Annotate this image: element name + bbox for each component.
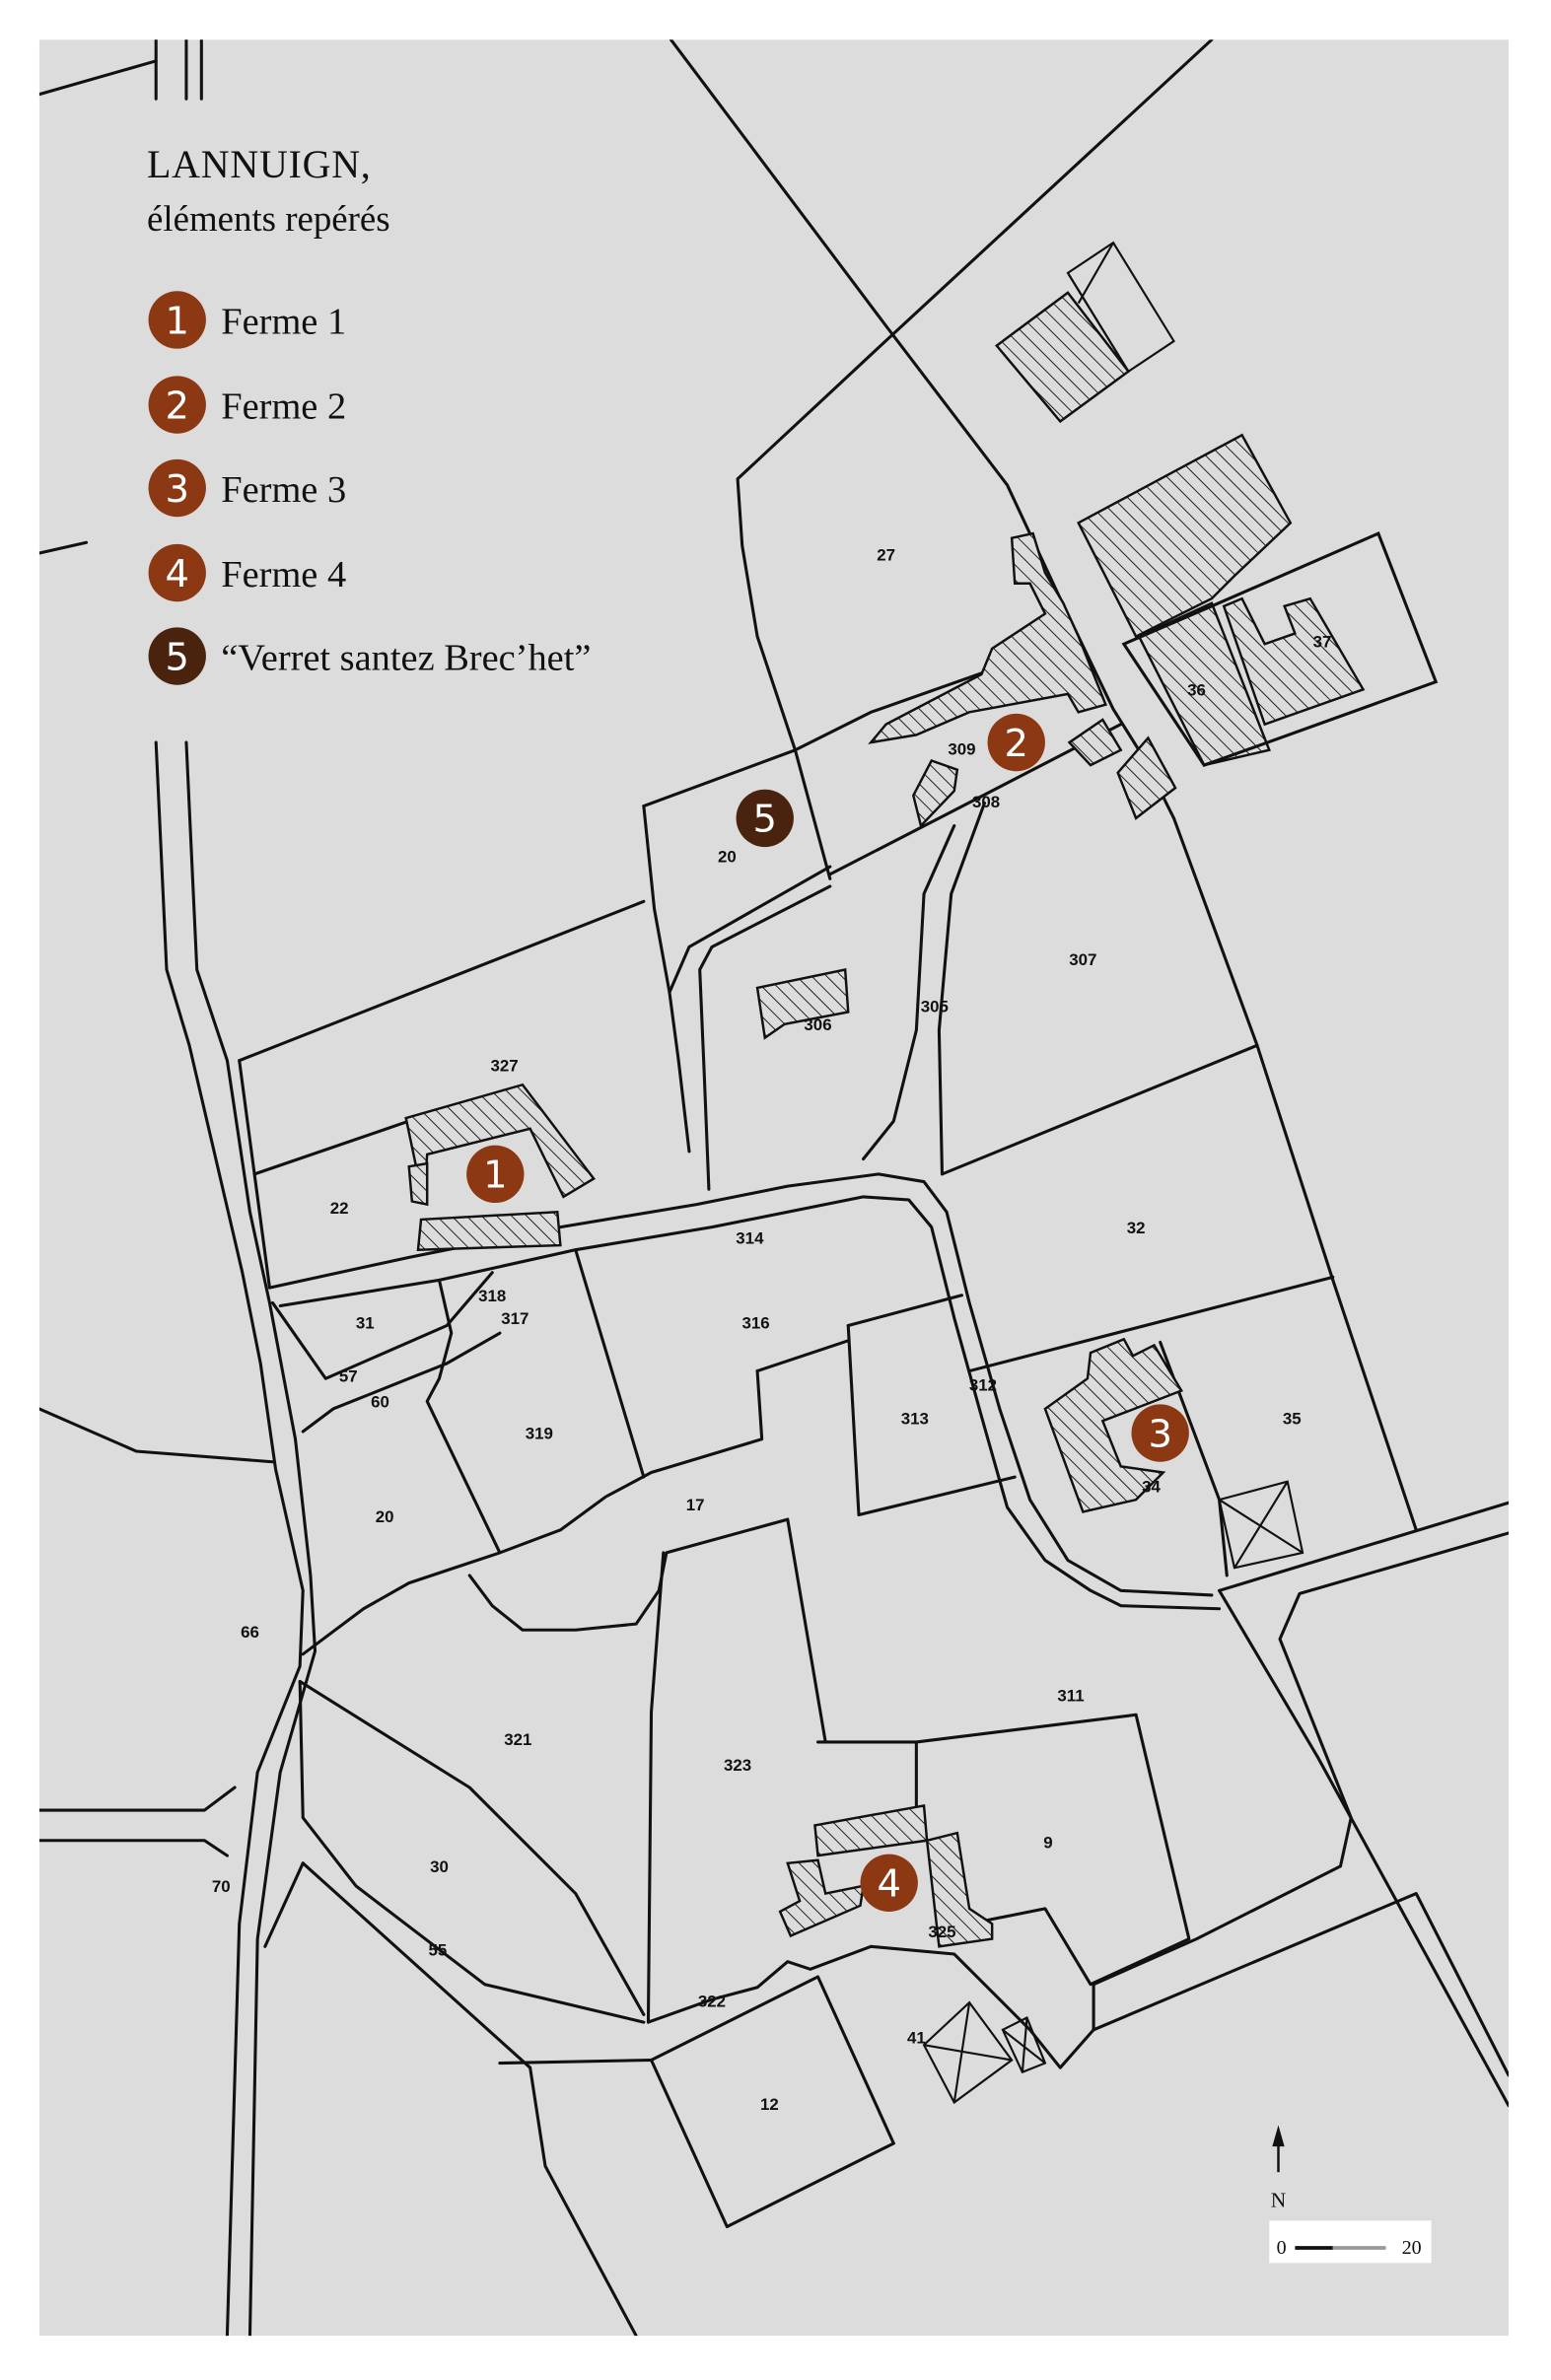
parcel-label: 308 — [972, 793, 1000, 811]
svg-text:Ferme 3: Ferme 3 — [221, 469, 346, 511]
parcel-label: 17 — [686, 1496, 705, 1514]
legend-item-4: 4 Ferme 4 — [148, 543, 346, 602]
parcel-label: 311 — [1057, 1686, 1084, 1705]
svg-text:5: 5 — [166, 635, 189, 679]
legend-item-5: 5 “Verret santez Brec’het” — [148, 627, 591, 685]
parcel-label: 309 — [948, 739, 975, 758]
parcel-label: 312 — [969, 1376, 997, 1395]
parcel-label: 20 — [376, 1507, 394, 1526]
parcel-label: 9 — [1043, 1833, 1052, 1852]
scale-bar: 0 20 — [1269, 2220, 1432, 2264]
parcel-label: 306 — [804, 1015, 831, 1034]
parcel-label: 314 — [736, 1229, 764, 1248]
parcel-label: 27 — [877, 546, 895, 565]
parcel-label: 32 — [1127, 1219, 1146, 1237]
svg-text:Ferme 4: Ferme 4 — [221, 554, 346, 595]
parcel-label: 317 — [501, 1309, 529, 1328]
marker-ferme-4[interactable]: 4 — [860, 1854, 918, 1912]
svg-text:2: 2 — [166, 384, 189, 428]
parcel-label: 325 — [928, 1923, 955, 1941]
parcel-label: 319 — [526, 1425, 553, 1443]
svg-text:4: 4 — [166, 552, 189, 596]
svg-text:4: 4 — [877, 1862, 900, 1907]
marker-verret[interactable]: 5 — [736, 789, 794, 848]
svg-text:1: 1 — [483, 1154, 507, 1198]
marker-ferme-2[interactable]: 2 — [987, 713, 1045, 772]
svg-text:Ferme 1: Ferme 1 — [221, 301, 346, 342]
buildings — [404, 241, 1439, 2105]
svg-text:Ferme 2: Ferme 2 — [221, 385, 346, 427]
svg-text:3: 3 — [1148, 1412, 1171, 1456]
svg-text:3: 3 — [166, 467, 189, 512]
svg-text:5: 5 — [753, 798, 777, 842]
parcel-label: 31 — [356, 1314, 375, 1333]
svg-text:2: 2 — [1005, 722, 1028, 766]
legend-item-2: 2 Ferme 2 — [148, 376, 346, 434]
parcel-label: 22 — [330, 1199, 349, 1218]
legend-item-1: 1 Ferme 1 — [148, 291, 346, 349]
parcel-label: 321 — [504, 1730, 531, 1749]
parcel-lines — [38, 39, 1509, 2337]
parcel-label: 66 — [241, 1623, 259, 1642]
svg-text:20: 20 — [1402, 2237, 1422, 2259]
parcel-label: 20 — [718, 847, 737, 866]
parcel-labels: 27 309 308 20 306 305 307 36 37 327 22 3… — [212, 546, 1332, 2114]
svg-text:N: N — [1271, 2189, 1287, 2212]
parcel-label: 12 — [760, 2095, 779, 2114]
parcel-label: 316 — [741, 1314, 769, 1333]
parcel-label: 327 — [490, 1056, 518, 1075]
parcel-label: 41 — [907, 2029, 926, 2048]
site-markers: 1 2 3 4 5 — [466, 713, 1189, 1912]
svg-text:0: 0 — [1277, 2237, 1287, 2259]
parcel-label: 305 — [921, 998, 949, 1016]
parcel-label: 57 — [339, 1366, 358, 1385]
marker-ferme-1[interactable]: 1 — [466, 1145, 525, 1204]
parcel-label: 322 — [698, 1993, 726, 2011]
svg-text:1: 1 — [166, 299, 189, 343]
map-title: LANNUIGN, — [147, 142, 372, 186]
marker-ferme-3[interactable]: 3 — [1131, 1404, 1189, 1462]
north-arrow-icon: N — [1271, 2125, 1287, 2212]
parcel-label: 34 — [1142, 1477, 1161, 1496]
parcel-label: 30 — [430, 1857, 449, 1876]
parcel-label: 323 — [724, 1756, 751, 1775]
parcel-label: 55 — [429, 1941, 448, 1960]
parcel-label: 318 — [478, 1287, 506, 1305]
map-subtitle: éléments repérés — [147, 198, 390, 239]
parcel-label: 36 — [1187, 680, 1206, 699]
parcel-label: 35 — [1283, 1409, 1302, 1428]
parcel-label: 307 — [1069, 950, 1096, 969]
parcel-label: 37 — [1313, 632, 1332, 651]
parcel-label: 60 — [371, 1392, 389, 1411]
parcel-label: 313 — [901, 1409, 929, 1428]
svg-text:“Verret santez Brec’het”: “Verret santez Brec’het” — [221, 637, 591, 678]
legend-item-3: 3 Ferme 3 — [148, 458, 346, 518]
parcel-label: 70 — [212, 1877, 231, 1896]
